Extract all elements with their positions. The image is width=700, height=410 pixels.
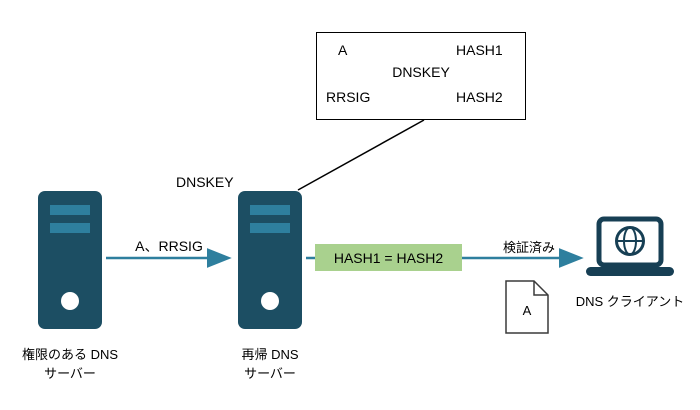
recursive-server-icon [238,191,302,329]
document-record-label: A [522,303,532,318]
hash2-label: HASH2 [456,89,503,105]
authoritative-server-icon [38,191,102,329]
authoritative-server-label: 権限のある DNS サーバー [0,345,140,383]
recursive-server-label-line2: サーバー [244,366,296,381]
query-arrow-label: A、RRSIG [135,238,203,254]
hash-compare-label: HASH1 = HASH2 [333,249,444,266]
dns-client-label: DNS クライアント [575,294,685,309]
document-icon [505,280,549,334]
hash-computation-box [316,32,526,120]
verified-label: 検証済み [502,240,555,255]
dnskey-server-label: DNSKEY [176,174,234,190]
authoritative-server-label-line1: 権限のある DNS [21,347,119,362]
dnskey-box-label: DNSKEY [392,64,450,80]
rrsig-label: RRSIG [326,89,371,105]
hash-compare-highlight: HASH1 = HASH2 [315,244,462,271]
laptop-globe-icon [586,216,674,276]
record-a-label: A [338,42,348,58]
box-to-server-connector [297,119,425,191]
recursive-server-label: 再帰 DNS サーバー [200,345,340,383]
hash1-label: HASH1 [456,42,503,58]
authoritative-server-label-line2: サーバー [44,366,96,381]
recursive-server-label-line1: 再帰 DNS [241,347,299,362]
